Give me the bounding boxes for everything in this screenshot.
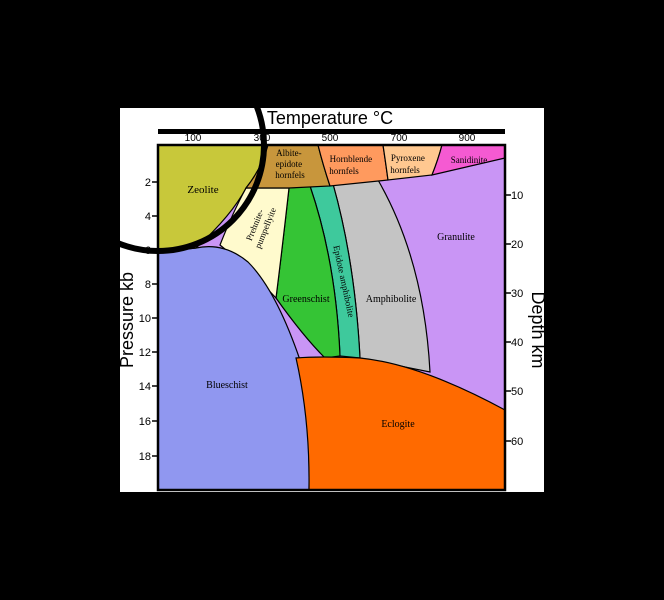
albite-epidote-hornfels-label: Albite- epidote hornfels — [275, 148, 305, 180]
facies-eclogite — [295, 356, 506, 491]
pressure-tick: 8 — [145, 279, 151, 291]
temperature-axis-bar — [158, 129, 505, 134]
depth-tick: 60 — [511, 436, 523, 448]
pressure-axis-title: Pressure kb — [117, 272, 137, 368]
temperature-tick: 500 — [322, 133, 339, 144]
sanidinite-label: Sanidinite — [451, 155, 488, 165]
depth-tick: 10 — [511, 190, 523, 202]
depth-tick: 30 — [511, 288, 523, 300]
temperature-tick: 700 — [391, 133, 408, 144]
facies-sanidinite — [431, 144, 506, 176]
pressure-tick: 14 — [139, 381, 151, 393]
greenschist-label: Greenschist — [282, 294, 329, 305]
amphibolite-label: Amphibolite — [366, 294, 417, 305]
pressure-tick: 4 — [145, 211, 151, 223]
depth-tick: 50 — [511, 386, 523, 398]
pyroxene-hornfels-label: Pyroxene hornfels — [390, 153, 427, 175]
blueschist-label: Blueschist — [206, 380, 248, 391]
zeolite-label: Zeolite — [187, 184, 218, 196]
temperature-tick: 900 — [459, 133, 476, 144]
pressure-tick: 10 — [139, 313, 151, 325]
temperature-axis-title: Temperature °C — [267, 108, 393, 128]
granulite-label: Granulite — [437, 232, 475, 243]
depth-axis-title: Depth km — [528, 291, 548, 368]
depth-tick-marks — [505, 194, 511, 442]
temperature-tick: 100 — [185, 133, 202, 144]
pressure-tick: 18 — [139, 451, 151, 463]
pressure-tick: 12 — [139, 347, 151, 359]
depth-tick: 20 — [511, 239, 523, 251]
eclogite-label: Eclogite — [381, 419, 415, 430]
hornblende-hornfels-label: Hornblende hornfels — [329, 154, 374, 176]
depth-tick: 40 — [511, 337, 523, 349]
pressure-tick: 2 — [145, 177, 151, 189]
circle-annotation — [49, 36, 267, 254]
pressure-tick: 16 — [139, 416, 151, 428]
